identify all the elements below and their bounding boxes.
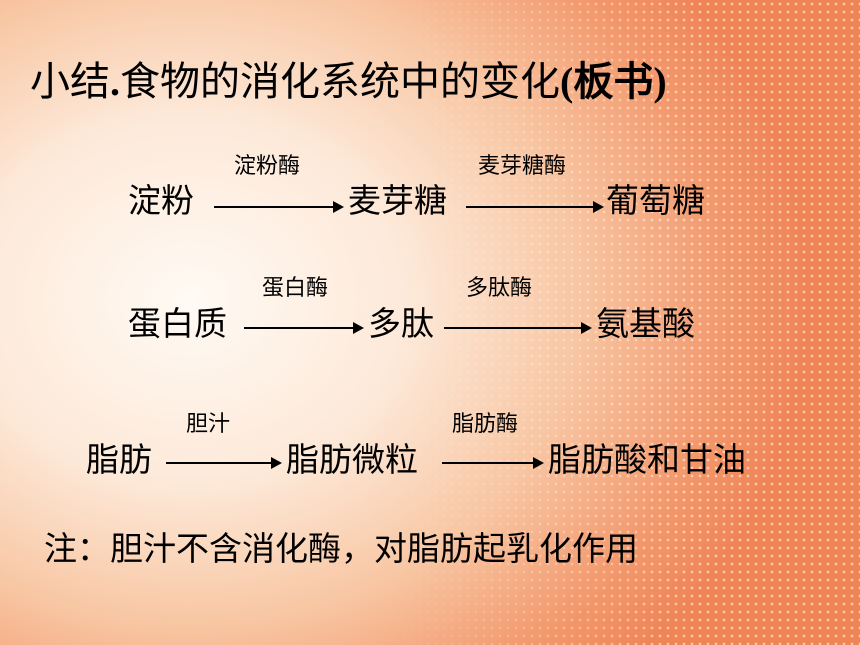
protein-start: 蛋白质 (128, 304, 227, 343)
protein-end: 氨基酸 (596, 304, 695, 343)
slide-title: 小结.食物的消化系统中的变化(板书) (30, 59, 667, 105)
fat-arrow-2 (442, 457, 544, 469)
protein-arrow-1 (244, 322, 364, 334)
starch-arrow-1 (214, 201, 344, 213)
protein-middle: 多肽 (368, 304, 434, 343)
protein-enzyme-2: 多肽酶 (466, 276, 533, 301)
footnote: 注：胆汁不含消化酶，对脂肪起乳化作用 (44, 529, 638, 568)
starch-arrow-2 (466, 201, 604, 213)
title-dot: . (110, 59, 120, 104)
starch-enzyme-1: 淀粉酶 (234, 154, 301, 179)
fat-enzyme-1: 胆汁 (186, 412, 231, 437)
protein-enzyme-1: 蛋白酶 (262, 276, 329, 301)
protein-arrow-2 (444, 322, 592, 334)
fat-middle: 脂肪微粒 (286, 440, 418, 479)
starch-start: 淀粉 (128, 181, 194, 220)
fat-end: 脂肪酸和甘油 (548, 440, 746, 479)
fat-arrow-1 (166, 457, 282, 469)
starch-end: 葡萄糖 (606, 181, 705, 220)
starch-enzyme-2: 麦芽糖酶 (478, 154, 567, 179)
fat-start: 脂肪 (86, 440, 152, 479)
title-paren: (板书) (560, 59, 667, 104)
title-middle: 食物的消化系统中的变化 (120, 59, 560, 105)
fat-enzyme-2: 脂肪酶 (452, 412, 519, 437)
starch-middle: 麦芽糖 (348, 181, 447, 220)
title-main: 小结 (30, 59, 110, 105)
